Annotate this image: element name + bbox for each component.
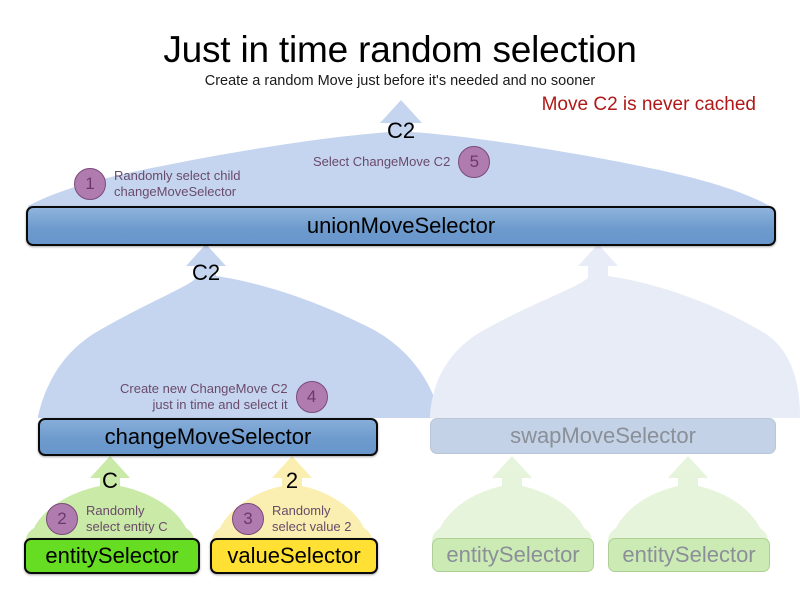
node-change-move-selector-label: changeMoveSelector bbox=[104, 424, 312, 449]
badge-3: 3 bbox=[232, 503, 264, 535]
node-entity-selector[interactable]: entitySelector bbox=[24, 538, 200, 574]
annotation-1: 1 Randomly select child changeMoveSelect… bbox=[74, 168, 240, 200]
annotation-4: Create new ChangeMove C2 just in time an… bbox=[120, 381, 328, 413]
annotation-5: Select ChangeMove C2 5 bbox=[313, 146, 491, 178]
node-entity-selector-label: entitySelector bbox=[45, 543, 179, 568]
annotation-5-text: Select ChangeMove C2 bbox=[313, 154, 451, 169]
badge-1: 1 bbox=[74, 168, 106, 200]
node-value-selector[interactable]: valueSelector bbox=[210, 538, 378, 574]
annotation-2: 2 Randomly select entity C bbox=[46, 503, 168, 535]
annotation-4-text: Create new ChangeMove C2 just in time an… bbox=[120, 381, 288, 412]
arrow-ghost-entity-2-to-swap bbox=[608, 456, 768, 542]
node-ghost-entity-selector-2-label: entitySelector bbox=[622, 542, 756, 567]
badge-2: 2 bbox=[46, 503, 78, 535]
warning-note: Move C2 is never cached bbox=[541, 94, 756, 115]
arrow-change-to-union bbox=[38, 244, 440, 418]
annotation-3: 3 Randomly select value 2 bbox=[232, 503, 352, 535]
flow-label-value-to-change: 2 bbox=[285, 468, 299, 493]
flow-label-top: C2 bbox=[386, 118, 416, 143]
badge-5: 5 bbox=[458, 146, 491, 178]
node-ghost-entity-selector-2[interactable]: entitySelector bbox=[608, 538, 770, 572]
annotation-1-text: Randomly select child changeMoveSelector bbox=[114, 168, 241, 199]
annotation-3-text: Randomly select value 2 bbox=[272, 503, 352, 534]
node-union-move-selector-label: unionMoveSelector bbox=[306, 213, 496, 238]
badge-4: 4 bbox=[295, 381, 328, 413]
page-title: Just in time random selection bbox=[163, 29, 637, 70]
arrow-union-out bbox=[28, 100, 770, 208]
arrow-ghost-entity-1-to-swap bbox=[432, 456, 592, 542]
node-swap-move-selector-label: swapMoveSelector bbox=[510, 423, 696, 448]
flow-label-change-to-union: C2 bbox=[191, 260, 221, 285]
page-subtitle: Create a random Move just before it's ne… bbox=[204, 73, 596, 89]
node-swap-move-selector[interactable]: swapMoveSelector bbox=[430, 418, 776, 454]
arrow-swap-to-union bbox=[430, 244, 800, 418]
node-ghost-entity-selector-1-label: entitySelector bbox=[446, 542, 580, 567]
node-change-move-selector[interactable]: changeMoveSelector bbox=[38, 418, 378, 456]
node-union-move-selector[interactable]: unionMoveSelector bbox=[26, 206, 776, 246]
node-ghost-entity-selector-1[interactable]: entitySelector bbox=[432, 538, 594, 572]
flow-label-entity-to-change: C bbox=[102, 468, 118, 493]
annotation-2-text: Randomly select entity C bbox=[86, 503, 168, 534]
node-value-selector-label: valueSelector bbox=[227, 543, 361, 568]
